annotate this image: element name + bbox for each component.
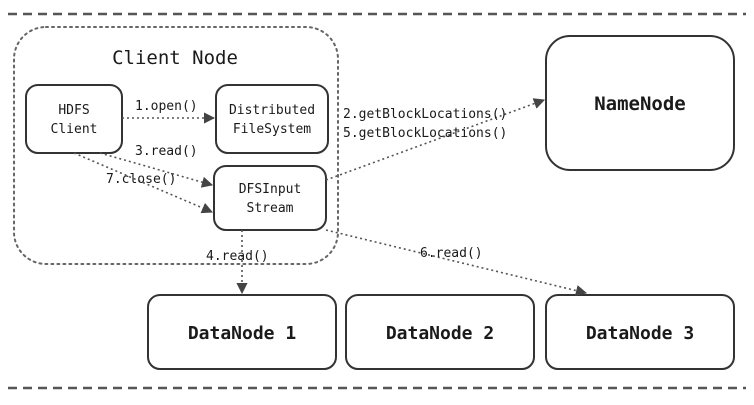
client-node-title: Client Node <box>112 47 238 69</box>
distributed-filesystem-label-line2: FileSystem <box>233 122 311 137</box>
step-get-block-locations-1-label: 2.getBlockLocations() <box>343 107 507 122</box>
namenode-box: NameNode <box>545 35 735 171</box>
arrow-read-datanode-3 <box>325 229 588 297</box>
step-close-label: 7.close() <box>106 172 176 187</box>
arrow-get-block-locations <box>325 98 546 181</box>
dfs-input-stream-box: DFSInput Stream <box>213 165 327 231</box>
hdfs-client-label-line2: Client <box>51 122 98 137</box>
hdfs-client-label-line1: HDFS <box>58 103 89 118</box>
client-node-boundary <box>13 26 339 265</box>
step-read-client-label: 3.read() <box>135 144 198 159</box>
distributed-filesystem-box: Distributed FileSystem <box>215 84 329 154</box>
step-open-label: 1.open() <box>135 99 198 114</box>
datanode-1-box: DataNode 1 <box>147 294 337 370</box>
datanode-3-label: DataNode 3 <box>586 323 694 344</box>
step-read-datanode-3-label: 6.read() <box>420 246 483 261</box>
hdfs-client-box: HDFS Client <box>25 84 123 154</box>
namenode-label: NameNode <box>594 93 686 115</box>
distributed-filesystem-label-line1: Distributed <box>229 103 315 118</box>
datanode-1-label: DataNode 1 <box>188 323 296 344</box>
arrow-close <box>73 152 214 214</box>
datanode-2-box: DataNode 2 <box>345 294 535 370</box>
step-read-datanode-1-label: 4.read() <box>206 249 269 264</box>
dfs-input-stream-label-line1: DFSInput <box>239 182 302 197</box>
datanode-2-label: DataNode 2 <box>386 323 494 344</box>
datanode-3-box: DataNode 3 <box>545 294 735 370</box>
step-get-block-locations-2-label: 5.getBlockLocations() <box>343 126 507 141</box>
dfs-input-stream-label-line2: Stream <box>247 201 294 216</box>
